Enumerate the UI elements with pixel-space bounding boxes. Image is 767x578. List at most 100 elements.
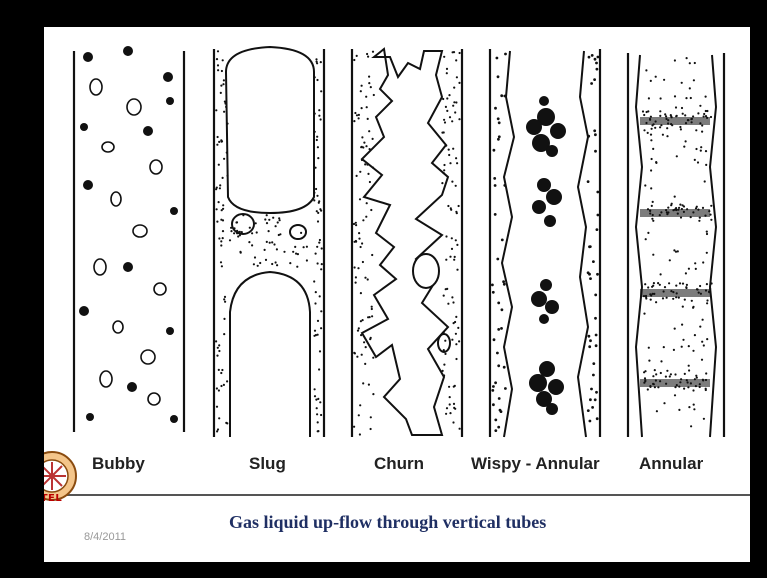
annular-band-dot bbox=[659, 110, 661, 112]
wispy-film-dot bbox=[504, 387, 507, 390]
annular-droplet-dot bbox=[706, 233, 708, 235]
churn-liquid-dot bbox=[449, 412, 451, 414]
churn-liquid-dot bbox=[456, 76, 458, 78]
churn-liquid-dot bbox=[443, 374, 445, 376]
annular-band-dot bbox=[665, 209, 667, 211]
slug-liquid-dot bbox=[316, 407, 318, 409]
annular-droplet-dot bbox=[651, 158, 653, 160]
slug-liquid-dot bbox=[222, 59, 224, 61]
slug-liquid-dot bbox=[306, 259, 308, 261]
slug-liquid-dot bbox=[225, 106, 227, 108]
wispy-film-dot bbox=[496, 57, 499, 60]
churn-liquid-dot bbox=[459, 428, 461, 430]
nptel-logo-text: NPTEL bbox=[44, 493, 62, 504]
churn-liquid-dot bbox=[455, 239, 457, 241]
annular-droplet-dot bbox=[674, 95, 676, 97]
annular-band-dot bbox=[686, 379, 688, 381]
churn-liquid-dot bbox=[452, 301, 454, 303]
churn-liquid-dot bbox=[449, 162, 451, 164]
wispy-film-dot bbox=[503, 366, 506, 369]
annular-band-dot bbox=[676, 384, 678, 386]
annular-droplet-dot bbox=[645, 69, 647, 71]
wispy-film-dot bbox=[503, 283, 506, 286]
annular-droplet-dot bbox=[647, 388, 649, 390]
wispy-film-dot bbox=[588, 345, 591, 348]
annular-band-dot bbox=[676, 292, 678, 294]
slug-liquid-dot bbox=[313, 192, 315, 194]
wispy-film-dot bbox=[494, 107, 497, 110]
slug-liquid-dot bbox=[216, 430, 218, 432]
annular-droplet-dot bbox=[705, 379, 707, 381]
slug-liquid-dot bbox=[320, 61, 322, 63]
churn-liquid-dot bbox=[456, 162, 458, 164]
annular-band-dot bbox=[650, 294, 652, 296]
annular-droplet-dot bbox=[701, 341, 703, 343]
annular-band-dot bbox=[685, 286, 687, 288]
wispy-film-dot bbox=[501, 239, 504, 242]
annular-band-dot bbox=[651, 286, 653, 288]
churn-liquid-dot bbox=[353, 223, 355, 225]
wispy-film-dot bbox=[588, 273, 591, 276]
annular-droplet-dot bbox=[705, 289, 707, 291]
churn-liquid-dot bbox=[363, 142, 365, 144]
annular-band-dot bbox=[670, 204, 672, 206]
slug-liquid-dot bbox=[317, 220, 319, 222]
churn-liquid-dot bbox=[361, 85, 363, 87]
churn-liquid-dot bbox=[357, 267, 359, 269]
churn-liquid-dot bbox=[455, 316, 457, 318]
slug-liquid-dot bbox=[229, 239, 231, 241]
slug-liquid-dot bbox=[222, 230, 224, 232]
slug-liquid-dot bbox=[216, 144, 218, 146]
annular-droplet-dot bbox=[659, 214, 661, 216]
wispy-film-dot bbox=[595, 391, 598, 394]
annular-droplet-dot bbox=[681, 346, 683, 348]
annular-band-dot bbox=[659, 126, 661, 128]
wispy-film-dot bbox=[492, 403, 495, 406]
slug-liquid-dot bbox=[217, 50, 219, 52]
annular-band-dot bbox=[701, 124, 703, 126]
wispy-film-dot bbox=[593, 78, 596, 81]
annular-band-dot bbox=[647, 208, 649, 210]
annular-droplet-dot bbox=[675, 106, 677, 108]
footer-divider bbox=[44, 494, 750, 496]
churn-liquid-dot bbox=[445, 235, 447, 237]
churn-liquid-dot bbox=[443, 331, 445, 333]
churn-liquid-dot bbox=[371, 306, 373, 308]
churn-liquid-dot bbox=[366, 106, 368, 108]
annular-band-dot bbox=[697, 112, 699, 114]
slug-liquid-dot bbox=[319, 295, 321, 297]
annular-band-dot bbox=[695, 375, 697, 377]
annular-band-dot bbox=[690, 382, 692, 384]
annular-band-dot bbox=[678, 207, 680, 209]
wispy-film-dot bbox=[493, 177, 496, 180]
slug-liquid-dot bbox=[218, 389, 220, 391]
annular-droplet-dot bbox=[680, 128, 682, 130]
slug-liquid-dot bbox=[303, 246, 305, 248]
slug-liquid-dot bbox=[279, 233, 281, 235]
annular-droplet-dot bbox=[686, 57, 688, 59]
annular-droplet-dot bbox=[692, 307, 694, 309]
slug-liquid-dot bbox=[226, 175, 228, 177]
slug-liquid-dot bbox=[220, 385, 222, 387]
slug-liquid-dot bbox=[313, 335, 315, 337]
churn-liquid-dot bbox=[451, 339, 453, 341]
slug-liquid-dot bbox=[276, 248, 278, 250]
annular-droplet-dot bbox=[688, 406, 690, 408]
annular-band-dot bbox=[684, 299, 686, 301]
annular-droplet-dot bbox=[692, 350, 694, 352]
churn-liquid-dot bbox=[359, 198, 361, 200]
churn-liquid-dot bbox=[358, 117, 360, 119]
churn-liquid-dot bbox=[451, 120, 453, 122]
annular-band-dot bbox=[643, 295, 645, 297]
churn-liquid-dot bbox=[454, 256, 456, 258]
wispy-film-dot bbox=[595, 334, 598, 337]
slug-liquid-dot bbox=[314, 302, 316, 304]
annular-band-dot bbox=[649, 212, 651, 214]
wispy-film-dot bbox=[491, 284, 494, 287]
annular-droplet-dot bbox=[674, 196, 676, 198]
annular-band-dot bbox=[654, 386, 656, 388]
annular-band-dot bbox=[677, 213, 679, 215]
wispy-film-dot bbox=[494, 429, 497, 432]
wispy-film-dot bbox=[592, 374, 595, 377]
annular-band-dot bbox=[709, 288, 711, 290]
